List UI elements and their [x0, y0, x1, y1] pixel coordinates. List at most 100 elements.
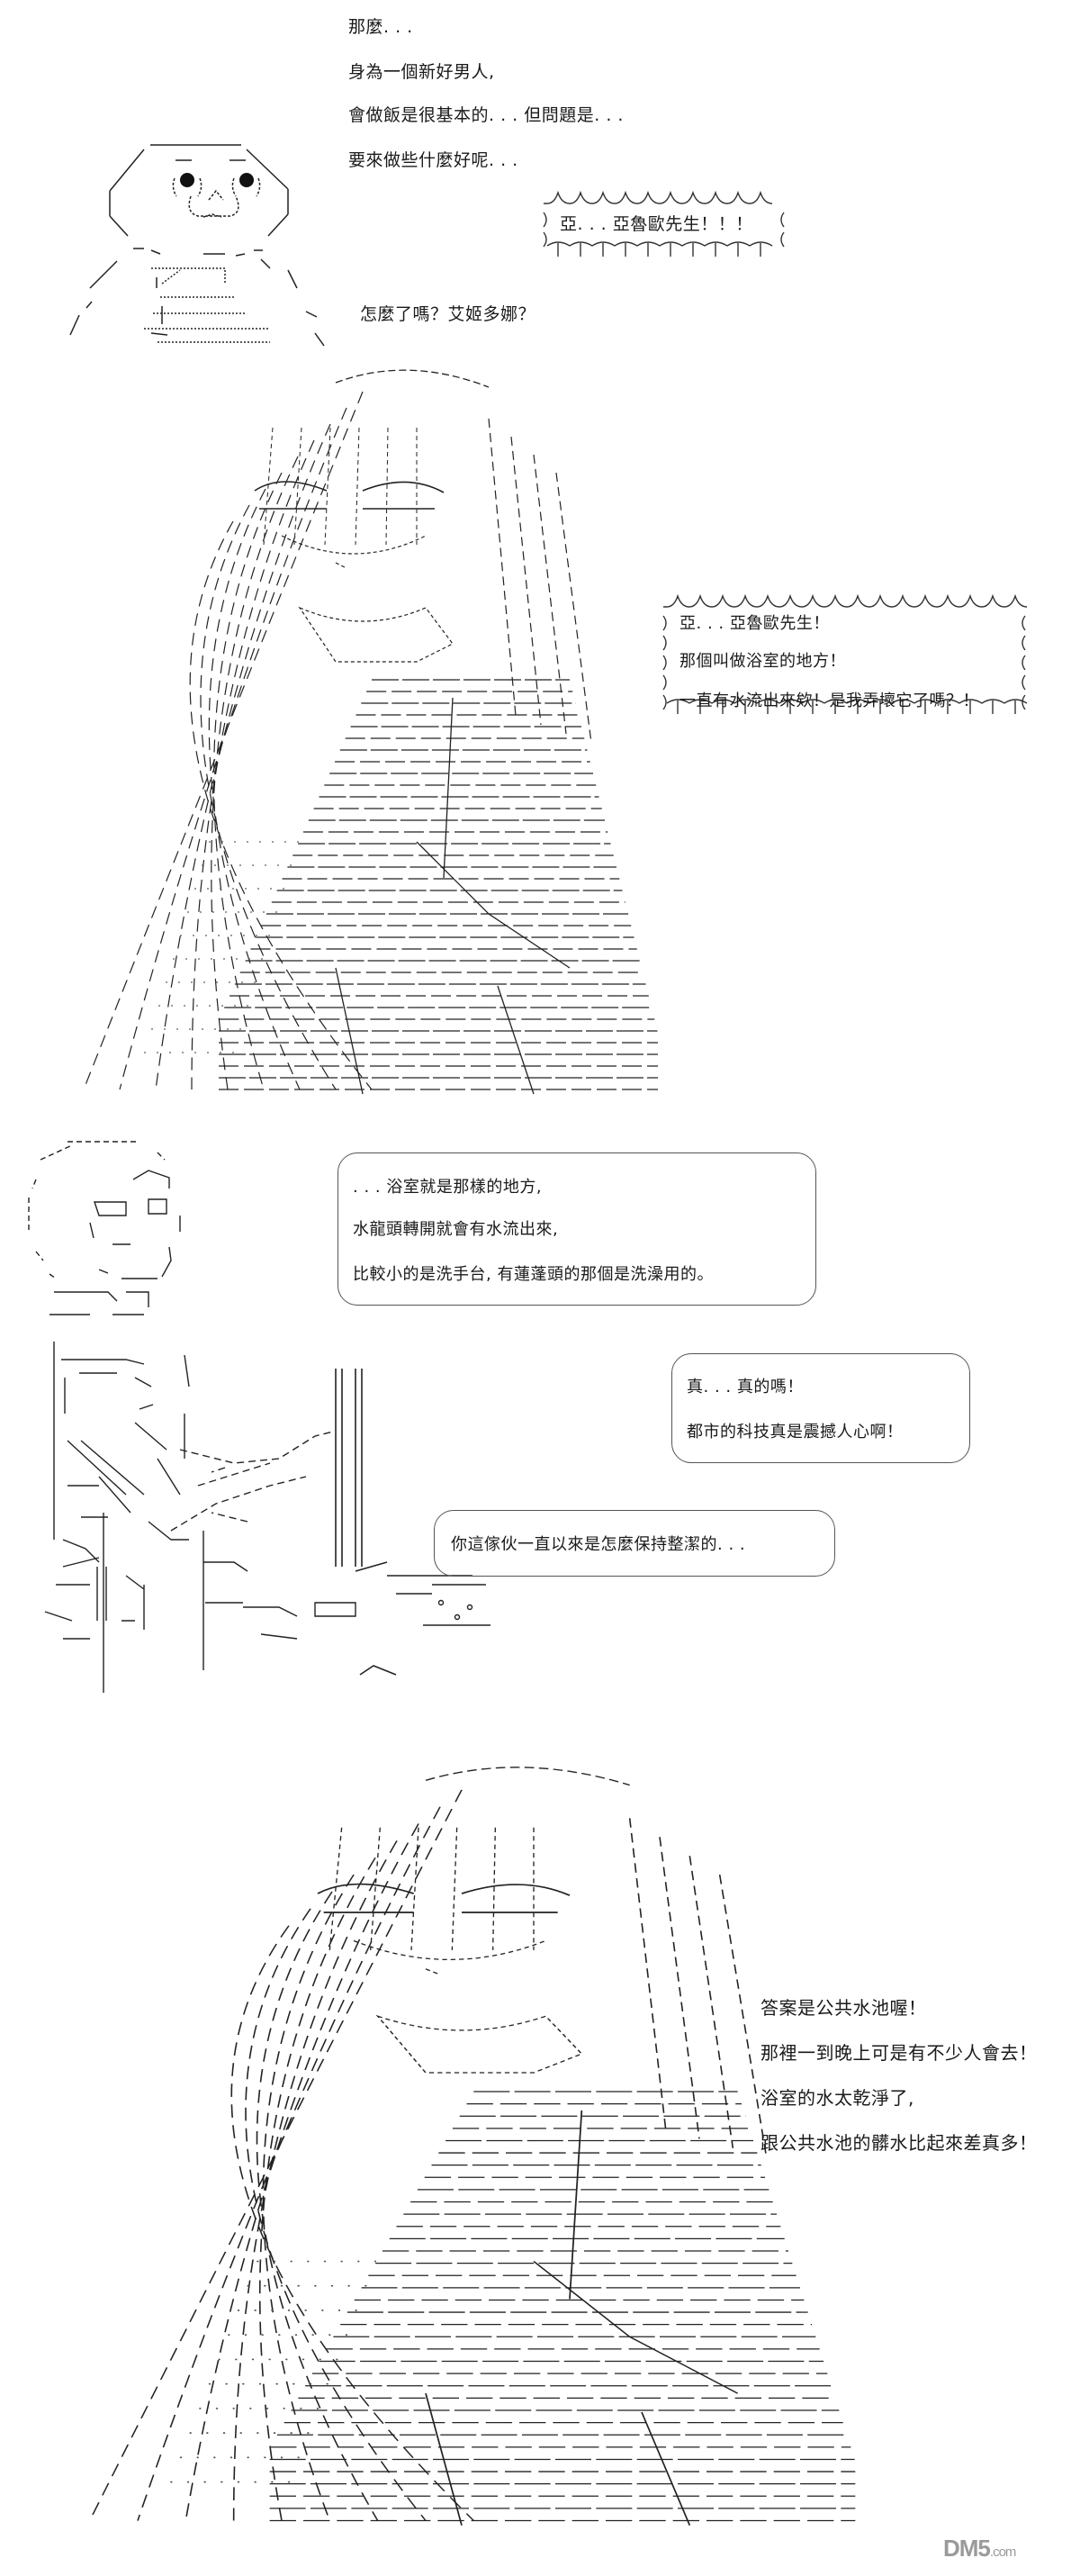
narration-line: 跟公共水池的髒水比起來差真多！ [760, 2132, 1038, 2154]
shading-dot [243, 935, 245, 936]
shading-dot [205, 935, 207, 936]
bubble-line: 都市的科技真是震撼人心啊！ [687, 1423, 904, 1442]
shading-dot [314, 2284, 317, 2287]
long-haired-girl-art [88, 1767, 856, 2526]
shading-dot [309, 2382, 312, 2385]
hair-strand [533, 454, 567, 735]
hair-strand [488, 418, 517, 717]
bangs-strand [355, 427, 360, 546]
shading-dot [250, 911, 252, 913]
narration-line: 會做飯是很基本的. . . 但問題是. . . [348, 105, 624, 125]
shading-dot [158, 1005, 160, 1007]
hair-strand [232, 1840, 398, 2521]
shading-dot [336, 2358, 338, 2361]
shading-dot [220, 2481, 223, 2483]
shading-dot [207, 1052, 209, 1053]
shading-dot [273, 2260, 276, 2263]
hair-strand [200, 504, 337, 1090]
shading-dot [209, 1005, 211, 1007]
shading-dot [277, 864, 279, 866]
shading-dot [212, 911, 214, 913]
hair-strand [510, 436, 542, 726]
shading-dot [285, 2358, 288, 2361]
shading-dot [338, 2309, 341, 2311]
bubble-line: 比較小的是洗手台, 有蓮蓬頭的那個是洗澡用的。 [353, 1265, 714, 1284]
shading-dot [252, 864, 254, 866]
left-eye [180, 173, 194, 187]
bangs-strand [324, 427, 331, 546]
shading-dot [256, 2260, 259, 2263]
shading-dot [328, 2334, 331, 2336]
shading-dot [264, 2284, 266, 2287]
shading-dot [203, 2481, 206, 2483]
bubble-top-edge [663, 593, 1028, 608]
right-eye [239, 173, 254, 187]
shading-dot [202, 864, 203, 866]
shading-dot [256, 935, 257, 936]
hair-strand [245, 1908, 427, 2521]
hair-strand [208, 488, 301, 1090]
shading-dot [218, 935, 220, 936]
shading-dot [297, 2284, 300, 2287]
shading-dot [225, 2382, 228, 2385]
shading-dot [214, 864, 216, 866]
shading-dot [222, 2432, 226, 2435]
shading-dot [268, 935, 270, 936]
shading-dot [206, 2432, 209, 2435]
narration-line: 要來做些什麼好呢. . . [348, 150, 518, 170]
bubble-bottom-edge [546, 241, 773, 257]
watermark-suffix: .com [989, 2544, 1016, 2560]
shading-dot [323, 2260, 327, 2263]
shading-dot [270, 888, 272, 890]
shading-dot [258, 2382, 262, 2385]
shading-dot [290, 2432, 292, 2435]
shading-dot [304, 2309, 307, 2311]
shading-dot [232, 1052, 234, 1053]
shading-dot [307, 2432, 310, 2435]
shading-dot [256, 2432, 259, 2435]
shading-dot [225, 911, 227, 913]
bubble-line: 水龍頭轉開就會有水流出來, [353, 1220, 559, 1239]
shading-dot [176, 1028, 178, 1030]
shading-dot [144, 1052, 146, 1053]
hair-strand [230, 1925, 474, 2521]
shading-dot [271, 2309, 274, 2311]
shading-dot [238, 911, 239, 913]
shading-dot [228, 2334, 230, 2336]
shading-dot [278, 2334, 281, 2336]
shading-dot [169, 1052, 171, 1053]
shading-dot [283, 2407, 285, 2409]
shading-dot [319, 2358, 321, 2361]
bubble-side-edge [543, 231, 785, 248]
shading-dot [187, 911, 189, 913]
bubble-side-edge [662, 635, 1026, 651]
shading-dot [185, 958, 187, 960]
shading-dot [230, 2456, 233, 2459]
shading-dot [355, 2309, 357, 2311]
shading-dot [157, 1052, 158, 1053]
hair-strand [211, 456, 299, 1090]
hair-strand [258, 1857, 376, 2521]
shading-dot [357, 2260, 360, 2263]
bangs-strand [293, 427, 302, 546]
bubble-side-edge [662, 615, 1026, 631]
hair-strand [191, 439, 315, 1090]
watermark-logo: DM5.com [943, 2535, 1016, 2562]
shading-dot [179, 2456, 183, 2459]
shading-dot [251, 2358, 255, 2361]
shading-dot [213, 2456, 216, 2459]
shading-dot [178, 981, 180, 983]
round-face-character-art [69, 144, 325, 347]
bubble-line: 真. . . 真的嗎！ [687, 1378, 804, 1396]
shading-dot [211, 958, 212, 960]
shading-dot [200, 911, 202, 913]
shading-dot [297, 841, 299, 843]
narration-line: 那麼. . . [348, 17, 413, 37]
shading-dot [280, 2284, 284, 2287]
shading-dot [232, 2407, 235, 2409]
shading-dot [215, 2407, 219, 2409]
bangs-strand [263, 427, 274, 546]
bubble-line: . . . 浴室就是那樣的地方, [353, 1178, 543, 1197]
shower-pipe [335, 1369, 397, 1676]
shading-dot [307, 2260, 310, 2263]
